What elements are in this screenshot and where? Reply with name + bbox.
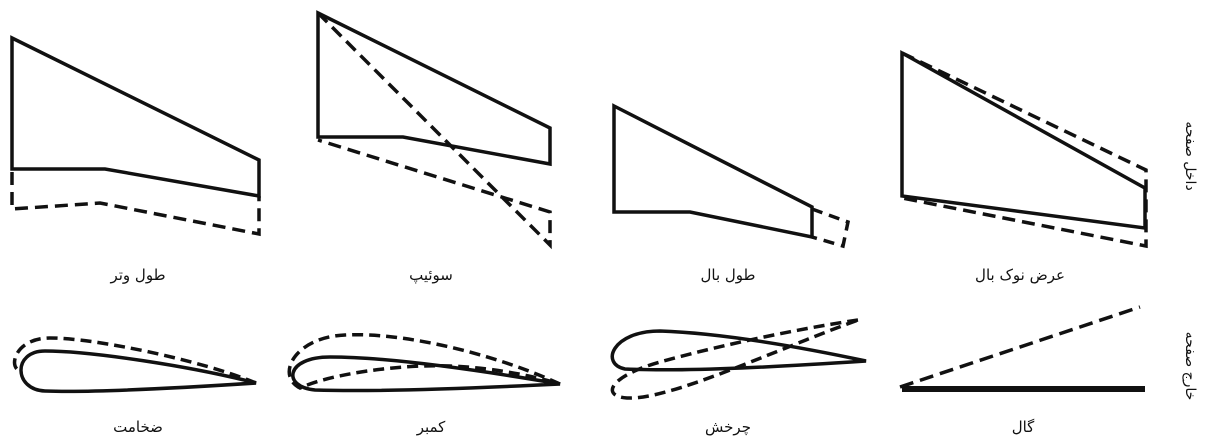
span-modified-outline	[811, 207, 851, 249]
camber-modified-airfoil	[287, 332, 561, 390]
camber-baseline-airfoil	[291, 355, 561, 393]
caption-twist: چرخش	[705, 418, 751, 436]
span-baseline-wing	[612, 103, 814, 240]
caption-sweep: سوئیپ	[409, 266, 453, 284]
caption-camber: کمبر	[416, 418, 446, 436]
chord-panel	[10, 35, 261, 237]
tip-chord-panel	[900, 50, 1148, 249]
caption-thickness: ضخامت	[113, 418, 163, 436]
sweep-modified-outline	[316, 11, 552, 250]
twist-panel	[610, 318, 867, 400]
chord-modified-outline	[10, 172, 261, 237]
caption-chord: طول وتر	[110, 266, 166, 284]
thickness-panel	[12, 336, 257, 394]
dihedral-panel	[899, 305, 1145, 392]
caption-span: طول بال	[700, 266, 756, 284]
row-label-in-plane: داخل صفحه	[1182, 121, 1198, 191]
row-label-out-of-plane: خارج صفحه	[1182, 331, 1198, 401]
sweep-panel	[316, 10, 552, 250]
twist-baseline-airfoil	[610, 329, 867, 372]
dihedral-modified-wing	[899, 305, 1141, 389]
chord-baseline-wing	[10, 35, 261, 199]
thickness-baseline-airfoil	[19, 349, 257, 394]
camber-panel	[287, 332, 561, 393]
sweep-baseline-wing	[316, 10, 552, 167]
twist-modified-airfoil	[610, 318, 859, 400]
tip-chord-baseline-wing	[900, 50, 1147, 230]
tip-chord-modified-outline	[901, 51, 1148, 249]
caption-dihedral: گال	[1011, 418, 1035, 436]
thickness-modified-airfoil	[12, 336, 257, 385]
caption-tip-chord: عرض نوک بال	[975, 266, 1065, 284]
span-panel	[612, 103, 851, 249]
